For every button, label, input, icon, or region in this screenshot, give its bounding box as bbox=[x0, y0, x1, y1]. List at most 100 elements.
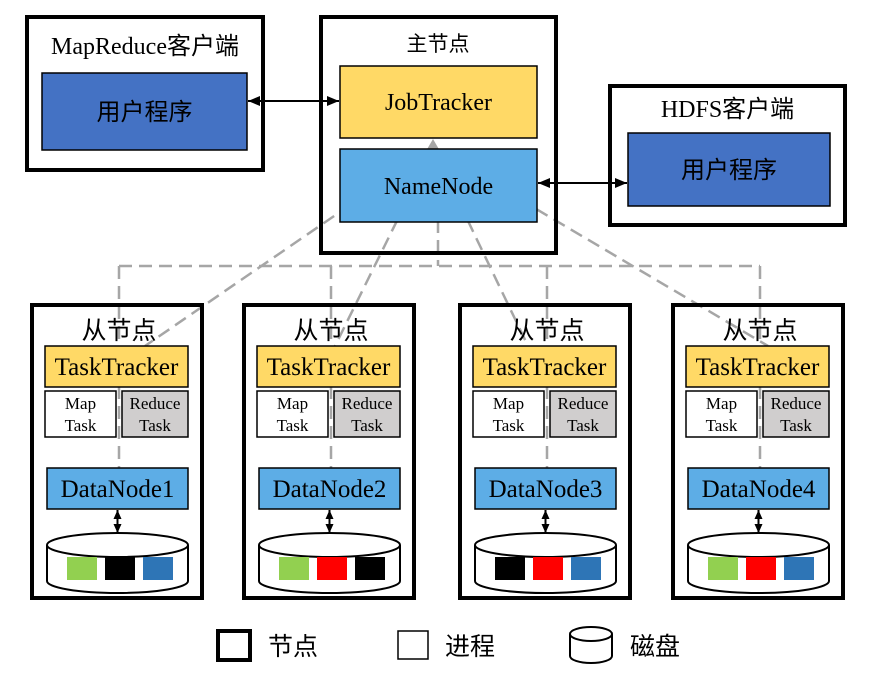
mapreduce-client-title: MapReduce客户端 bbox=[51, 33, 239, 60]
slave-node-2: 从节点 TaskTracker Map Task Reduce Task Dat… bbox=[242, 303, 416, 600]
legend-process-swatch bbox=[397, 630, 429, 660]
reduce-task-label-line1: Reduce bbox=[771, 394, 822, 413]
reduce-task-label-line1: Reduce bbox=[130, 394, 181, 413]
map-task-box bbox=[256, 390, 329, 438]
reduce-task-label-line2: Task bbox=[139, 416, 171, 435]
jobtracker-label: JobTracker bbox=[385, 90, 492, 116]
hdfs-client-title: HDFS客户端 bbox=[661, 96, 794, 123]
legend-process-label: 进程 bbox=[445, 633, 495, 661]
reduce-task-label-line2: Task bbox=[351, 416, 383, 435]
datanode-box bbox=[46, 467, 189, 510]
data-block bbox=[355, 557, 385, 580]
hdfs-user-program-box bbox=[627, 132, 831, 207]
jobtracker-box bbox=[339, 65, 538, 139]
mapreduce-client-frame bbox=[25, 15, 265, 172]
namenode-box bbox=[339, 148, 538, 223]
datanode-label: DataNode1 bbox=[61, 476, 175, 503]
datanode-label: DataNode3 bbox=[489, 476, 603, 503]
map-task-label-line1: Map bbox=[65, 394, 96, 413]
disk-icon bbox=[258, 532, 401, 594]
data-block bbox=[143, 557, 173, 580]
tasktracker-box bbox=[256, 345, 401, 388]
legend-disk-top bbox=[569, 626, 613, 642]
master-node-frame bbox=[319, 15, 558, 255]
map-task-box bbox=[472, 390, 545, 438]
tasktracker-link-2 bbox=[333, 147, 435, 347]
legend-disk-icon bbox=[569, 626, 613, 664]
data-block bbox=[495, 557, 525, 580]
slave-node-4: 从节点 TaskTracker Map Task Reduce Task Dat… bbox=[671, 303, 845, 600]
datanode-box bbox=[474, 467, 617, 510]
map-task-label-line2: Task bbox=[493, 416, 525, 435]
map-task-label-line2: Task bbox=[65, 416, 97, 435]
legend: 节点 进程 磁盘 bbox=[216, 626, 680, 664]
map-task-box bbox=[685, 390, 758, 438]
slave-node-1: 从节点 TaskTracker Map Task Reduce Task Dat… bbox=[30, 303, 204, 600]
slave-node-3: 从节点 TaskTracker Map Task Reduce Task Dat… bbox=[458, 303, 632, 600]
datanode-box bbox=[687, 467, 830, 510]
datanode-box bbox=[258, 467, 401, 510]
data-block bbox=[279, 557, 309, 580]
data-block bbox=[533, 557, 563, 580]
reduce-task-box bbox=[333, 390, 401, 438]
hdfs-user-program-label: 用户程序 bbox=[681, 157, 777, 184]
tasktracker-label: TaskTracker bbox=[267, 354, 391, 381]
mapreduce-user-program-label: 用户程序 bbox=[97, 99, 193, 126]
jobtracker-link-arrowhead bbox=[426, 139, 440, 151]
data-block bbox=[67, 557, 97, 580]
reduce-task-label-line2: Task bbox=[567, 416, 599, 435]
slave-node-title: 从节点 bbox=[293, 317, 368, 345]
legend-disk-label: 磁盘 bbox=[630, 633, 680, 661]
tasktracker-box bbox=[472, 345, 617, 388]
disk-top bbox=[46, 532, 189, 558]
hdfs-client-node: HDFS客户端 用户程序 bbox=[608, 84, 847, 227]
master-node: 主节点 JobTracker NameNode bbox=[319, 15, 558, 255]
datanode-label: DataNode4 bbox=[702, 476, 816, 503]
tasktracker-link-1 bbox=[144, 146, 434, 348]
data-block bbox=[708, 557, 738, 580]
legend-node-label: 节点 bbox=[268, 633, 318, 661]
map-task-label-line2: Task bbox=[706, 416, 738, 435]
slave-node-title: 从节点 bbox=[81, 317, 156, 345]
map-task-label-line1: Map bbox=[493, 394, 524, 413]
reduce-task-box bbox=[121, 390, 189, 438]
reduce-task-label-line1: Reduce bbox=[558, 394, 609, 413]
data-block bbox=[105, 557, 135, 580]
slave-node-frame bbox=[671, 303, 845, 600]
disk-top bbox=[258, 532, 401, 558]
mapreduce-client-node: MapReduce客户端 用户程序 bbox=[25, 15, 265, 172]
tasktracker-label: TaskTracker bbox=[483, 354, 607, 381]
tasktracker-box bbox=[44, 345, 189, 388]
legend-node-swatch bbox=[216, 629, 252, 662]
reduce-task-box bbox=[762, 390, 830, 438]
hdfs-client-frame bbox=[608, 84, 847, 227]
reduce-task-box bbox=[549, 390, 617, 438]
datanode-namenode-links bbox=[117, 200, 762, 468]
slave-node-title: 从节点 bbox=[722, 317, 797, 345]
map-task-label-line2: Task bbox=[277, 416, 309, 435]
tasktracker-box bbox=[685, 345, 830, 388]
tasktracker-label: TaskTracker bbox=[55, 354, 179, 381]
datanode-label: DataNode2 bbox=[273, 476, 387, 503]
data-block bbox=[317, 557, 347, 580]
disk-icon bbox=[687, 532, 830, 594]
legend-disk-body bbox=[569, 634, 613, 664]
master-node-title: 主节点 bbox=[407, 32, 470, 56]
slave-node-title: 从节点 bbox=[509, 317, 584, 345]
reduce-task-label-line2: Task bbox=[780, 416, 812, 435]
data-block bbox=[571, 557, 601, 580]
disk-top bbox=[474, 532, 617, 558]
namenode-label: NameNode bbox=[384, 174, 493, 200]
map-task-label-line1: Map bbox=[706, 394, 737, 413]
disk-top bbox=[687, 532, 830, 558]
mapreduce-user-program-box bbox=[41, 72, 248, 151]
slave-node-frame bbox=[458, 303, 632, 600]
reduce-task-label-line1: Reduce bbox=[342, 394, 393, 413]
data-block bbox=[784, 557, 814, 580]
tasktracker-label: TaskTracker bbox=[696, 354, 820, 381]
slave-node-frame bbox=[30, 303, 204, 600]
map-task-label-line1: Map bbox=[277, 394, 308, 413]
slave-node-frame bbox=[242, 303, 416, 600]
data-block bbox=[746, 557, 776, 580]
